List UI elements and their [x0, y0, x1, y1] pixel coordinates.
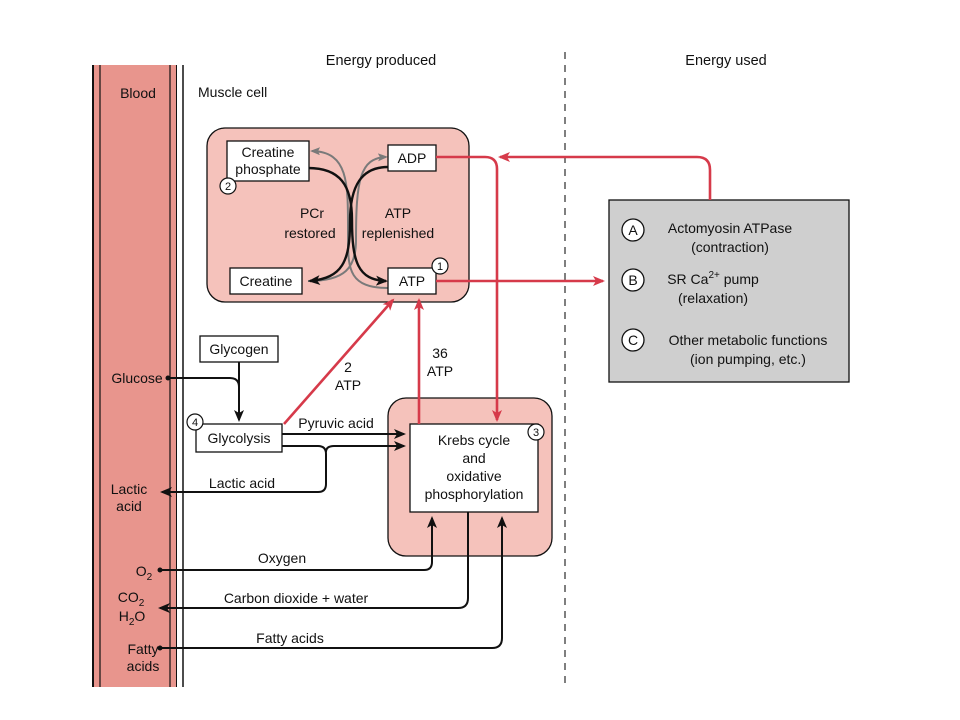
- creatine-phosphate-box: [226, 140, 310, 182]
- energy-used-panel: [608, 199, 850, 383]
- energy-use-b-line1: SR Ca2+ pump: [667, 270, 759, 287]
- blood-lactic-acid-line1: Lactic: [111, 481, 148, 497]
- energy-use-c-line1: Other metabolic functions: [669, 332, 828, 348]
- energy-use-a-line1: Actomyosin ATPase: [668, 220, 792, 236]
- adp-gray-arrow: [307, 153, 388, 282]
- oxidative-yield-unit: ATP: [427, 363, 453, 379]
- energy-use-a-line2: (contraction): [691, 239, 769, 255]
- oxidative-yield-number: 36: [432, 345, 448, 361]
- blood-o2-label: O2: [136, 563, 153, 583]
- badge-atp-number: 1: [437, 261, 443, 273]
- creatine-phosphate-label-line1: Creatine: [242, 144, 295, 160]
- krebs-label-line3: oxidative: [446, 468, 501, 484]
- energy-used-to-adp-arrow: [498, 152, 712, 200]
- badge-glycolysis: [186, 413, 204, 431]
- badge-creatine-phosphate-number: 2: [225, 181, 231, 193]
- atp-replenished-line2: replenished: [362, 225, 434, 241]
- fatty-acids-source-dot: [157, 645, 163, 651]
- energy-use-b-badge: [621, 268, 645, 292]
- energy-use-a-letter: A: [628, 222, 638, 238]
- blood-label: Blood: [120, 85, 156, 101]
- pyruvic-acid-label: Pyruvic acid: [298, 415, 373, 431]
- blood-fatty-acids-line1: Fatty: [127, 641, 158, 657]
- energy-use-b-letter: B: [628, 272, 637, 288]
- fatty-acids-to-krebs-arrow: [160, 516, 507, 649]
- atp-label: ATP: [399, 273, 425, 289]
- energy-use-b-line2: (relaxation): [678, 290, 748, 306]
- badge-krebs-number: 3: [533, 427, 539, 439]
- pcr-restored-line2: restored: [284, 225, 335, 241]
- atp-replenish-black-arrow: [307, 166, 388, 286]
- blood-glucose-label: Glucose: [111, 370, 163, 386]
- krebs-label-line2: and: [462, 450, 485, 466]
- blood-h2o-label: H2O: [119, 608, 146, 628]
- fatty-acids-flow-label: Fatty acids: [256, 630, 324, 646]
- glycolysis-yield-unit: ATP: [335, 377, 361, 393]
- glycogen-box: [199, 335, 279, 363]
- oxygen-to-krebs-arrow: [160, 516, 437, 571]
- energy-use-a-badge: [621, 218, 645, 242]
- glucose-source-dot: [165, 375, 171, 381]
- energy-use-c-letter: C: [628, 332, 638, 348]
- energy-produced-header: Energy produced: [326, 53, 436, 69]
- adp-box: [387, 144, 437, 172]
- energy-use-c-line2: (ion pumping, etc.): [690, 351, 806, 367]
- atp-replenished-line1: ATP: [385, 205, 411, 221]
- badge-atp: [431, 257, 449, 275]
- glycolysis-yield-number: 2: [344, 359, 352, 375]
- energy-use-c-badge: [621, 328, 645, 352]
- lactic-acid-flow-label: Lactic acid: [209, 475, 275, 491]
- blood-lactic-acid-line2: acid: [116, 498, 142, 514]
- glycolysis-atp-arrow: [283, 298, 395, 425]
- oxygen-source-dot: [157, 567, 163, 573]
- lactic-acid-loop: [160, 445, 327, 497]
- blood-co2-label: CO2: [118, 589, 145, 609]
- creatine-release-black-arrow: [308, 165, 389, 286]
- lactic-acid-reconversion-arrow: [325, 441, 406, 453]
- energy-used-header: Energy used: [685, 53, 766, 69]
- badge-krebs: [527, 423, 545, 441]
- muscle-cell-label: Muscle cell: [198, 84, 267, 100]
- glycolysis-label: Glycolysis: [207, 430, 270, 446]
- creatine-phosphate-label-line2: phosphate: [235, 161, 301, 177]
- creatine-box: [229, 267, 303, 295]
- krebs-label-line4: phosphorylation: [425, 486, 524, 502]
- glycogen-label: Glycogen: [209, 341, 268, 357]
- blood-fatty-acids-line2: acids: [127, 658, 160, 674]
- badge-glycolysis-number: 4: [192, 417, 198, 429]
- adp-label: ADP: [398, 150, 427, 166]
- adp-to-krebs-arrow: [436, 155, 502, 422]
- creatine-label: Creatine: [240, 273, 293, 289]
- pcr-restored-line1: PCr: [300, 205, 324, 221]
- co2-water-flow-label: Carbon dioxide + water: [224, 590, 369, 606]
- krebs-box: [409, 423, 539, 513]
- oxygen-flow-label: Oxygen: [258, 550, 306, 566]
- glycolysis-box: [195, 423, 283, 453]
- co2-water-from-krebs-arrow: [158, 512, 469, 613]
- krebs-label-line1: Krebs cycle: [438, 432, 511, 448]
- badge-creatine-phosphate: [219, 177, 237, 195]
